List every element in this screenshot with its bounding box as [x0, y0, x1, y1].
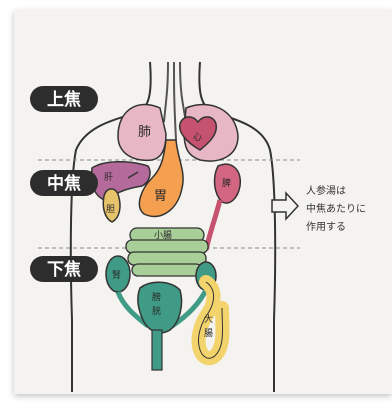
zone-label-middle: 中焦	[30, 170, 98, 196]
trachea-2	[174, 62, 176, 140]
heart-label: 心	[193, 132, 202, 143]
small-intestine-2	[126, 240, 208, 253]
caption-line-2: 中焦あたりに	[306, 202, 366, 215]
bladder-label-2: 胱	[152, 306, 161, 317]
small-intestine-4	[132, 264, 202, 276]
caption-line-1: 人参湯は	[306, 184, 346, 197]
liver-label: 肝	[104, 172, 113, 183]
svg-text:上焦: 上焦	[47, 89, 81, 110]
trachea	[164, 62, 168, 122]
small-intestine-3	[128, 252, 206, 265]
hollow-arrow-icon	[272, 193, 298, 219]
gallbladder-label: 胆	[106, 204, 115, 215]
svg-text:下焦: 下焦	[47, 259, 81, 280]
kidney-label: 腎	[112, 270, 121, 281]
urethra	[152, 330, 162, 370]
zone-label-lower: 下焦	[30, 256, 98, 282]
bladder-label-1: 膀	[152, 291, 161, 303]
svg-text:中焦: 中焦	[47, 173, 81, 194]
large-intestine-label-2: 腸	[204, 328, 213, 339]
stomach-label: 胃	[154, 189, 167, 204]
small-intestine-label: 小腸	[154, 230, 172, 241]
zone-label-upper: 上焦	[30, 86, 98, 112]
lung-label: 肺	[138, 125, 151, 140]
spleen-vessel	[206, 200, 220, 250]
caption-line-3: 作用する	[306, 221, 346, 233]
large-intestine-label-1: 大	[204, 313, 213, 325]
spleen-label: 脾	[222, 177, 231, 189]
